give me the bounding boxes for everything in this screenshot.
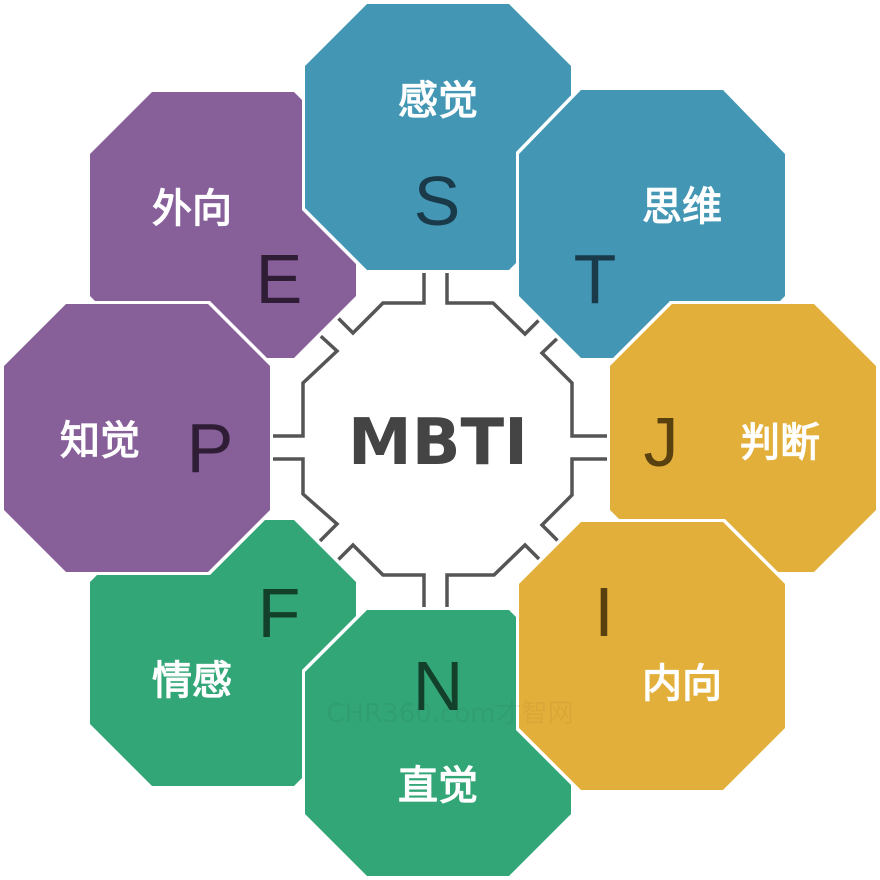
node-label: 知觉	[60, 418, 140, 464]
node-j-judging: J 判断	[607, 301, 879, 575]
node-n-intuition: N 直觉	[302, 607, 574, 879]
node-label: 内向	[642, 661, 722, 707]
node-e-extraversion: 外向 E	[87, 89, 359, 361]
node-i-introversion: I 内向	[516, 519, 788, 793]
octagon-shape	[90, 92, 356, 358]
octagon-shape	[519, 522, 785, 790]
node-label: 感觉	[398, 78, 478, 124]
center-connector-frame	[273, 273, 607, 607]
center-title: MBTI	[348, 406, 528, 480]
node-letter: F	[258, 574, 301, 652]
node-label: 思维	[642, 184, 722, 230]
node-letter: T	[574, 240, 617, 318]
node-label: 直觉	[398, 763, 478, 809]
node-letter: I	[594, 573, 613, 651]
octagon-shape	[610, 304, 876, 572]
octagon-shape	[90, 520, 356, 786]
octagon-shape	[305, 610, 571, 876]
node-p-perceiving: 知觉 P	[1, 301, 273, 575]
octagon-shape	[4, 304, 270, 572]
node-letter: E	[256, 240, 303, 318]
center-node: MBTI	[348, 406, 528, 480]
node-letter: J	[644, 403, 679, 481]
node-letter: S	[414, 162, 461, 240]
node-label: 外向	[152, 186, 232, 232]
node-label: 判断	[740, 420, 820, 466]
node-label: 情感	[152, 658, 232, 704]
node-f-feeling: F 情感	[87, 517, 359, 789]
node-t-thinking: 思维 T	[516, 87, 788, 361]
octagon-shape	[519, 90, 785, 358]
node-letter: P	[187, 409, 234, 487]
watermark: CHR360.com才智网	[326, 699, 573, 729]
octagon-shape	[305, 4, 571, 270]
node-s-sensing: 感觉 S	[302, 1, 574, 273]
node-letter: N	[413, 647, 464, 725]
